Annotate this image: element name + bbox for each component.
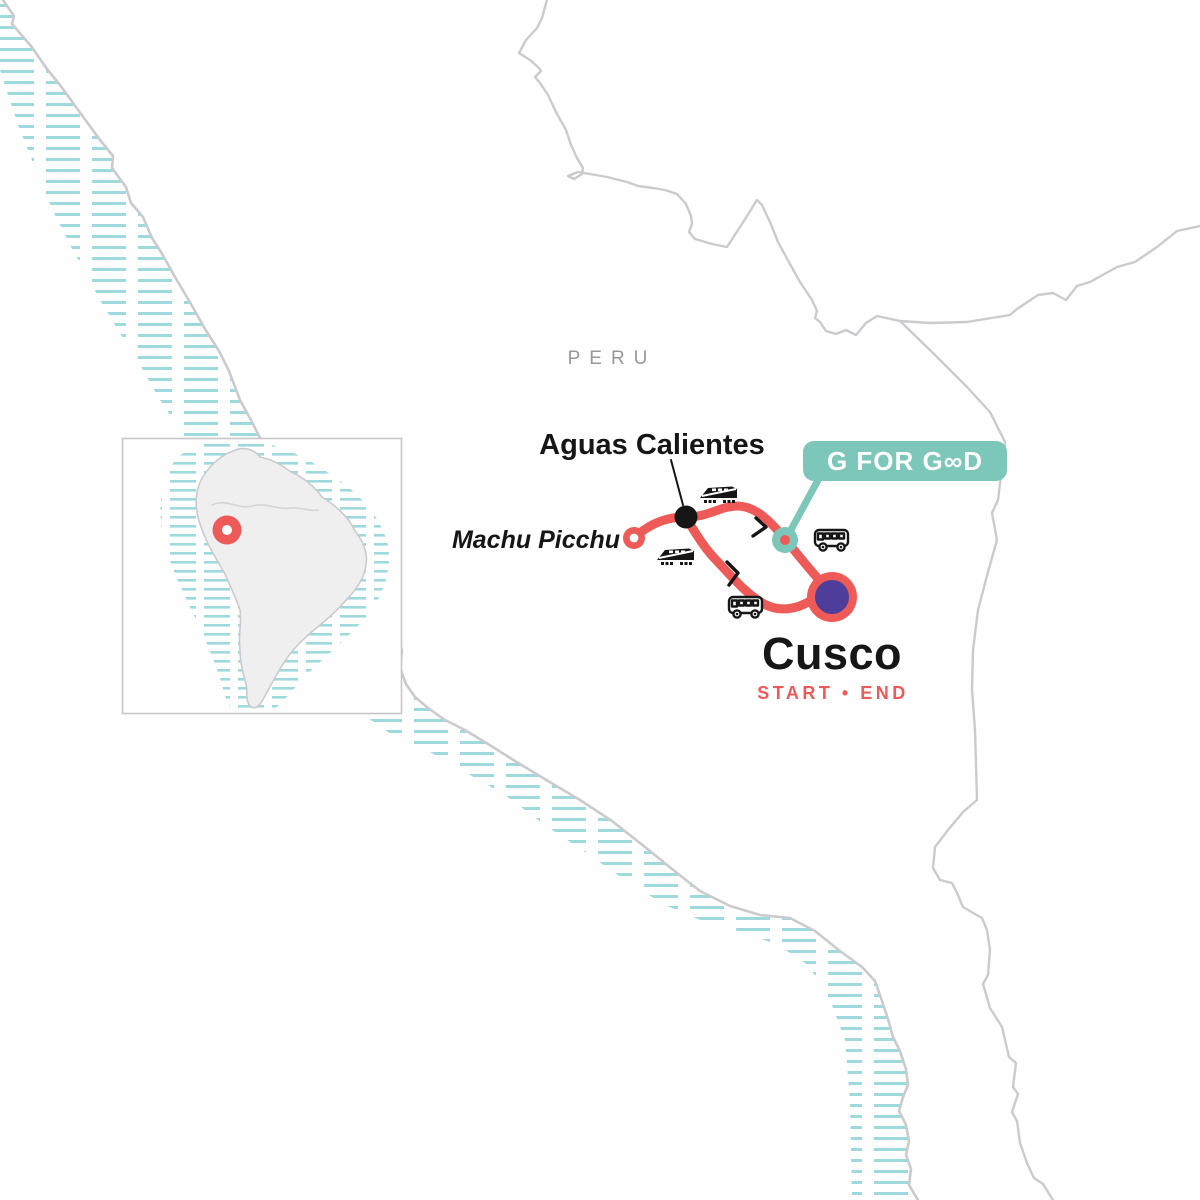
train-icon [700, 486, 737, 503]
label-cusco: Cusco [762, 628, 902, 679]
aguas-calientes-marker [674, 505, 698, 529]
label-machu-picchu: Machu Picchu [452, 526, 620, 554]
g-for-good-node [772, 527, 798, 553]
inset-locator-map [121, 437, 403, 715]
bus-icon [727, 595, 764, 619]
aguas-calientes-pointer-line [670, 459, 684, 506]
south-america-shape [195, 447, 368, 709]
region-label-peru: PERU [568, 348, 657, 369]
route-lower-arc [681, 513, 815, 614]
border-east [898, 319, 1055, 1200]
amazon-river-line [211, 501, 319, 512]
machu-picchu-marker [623, 527, 645, 549]
route-upper-arc [629, 501, 835, 597]
g-for-good-badge: G FOR G∞D [803, 441, 1007, 481]
train-icon [657, 548, 694, 565]
label-aguas-calientes: Aguas Calientes [539, 429, 765, 461]
label-start-end: START • END [757, 683, 908, 703]
cusco-marker [807, 572, 857, 622]
g-for-good-badge-label: G FOR G∞D [827, 446, 983, 476]
inset-location-marker [212, 515, 242, 545]
route-arrow-lower [725, 560, 740, 587]
route-arrow-upper [751, 516, 768, 538]
border-north [517, 0, 1200, 337]
coast-hatching [0, 0, 918, 1200]
coastline [1, 0, 920, 1200]
bus-icon [813, 528, 850, 552]
